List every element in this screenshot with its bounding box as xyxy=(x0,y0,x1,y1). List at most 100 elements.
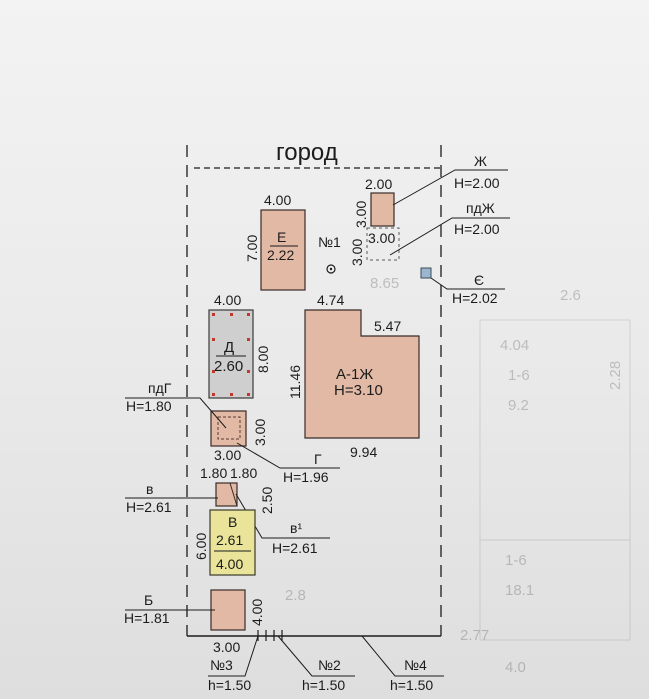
canopy-pdzh-shape xyxy=(366,227,400,261)
building-e: Е 2.22 4.00 7.00 xyxy=(244,192,306,291)
building-zh: 2.00 3.00 Ж Н=2.00 xyxy=(353,153,508,228)
canopy-pdg-shape xyxy=(217,416,241,440)
building-v-shape xyxy=(209,509,256,576)
canopy-pdg-height: Н=1.80 xyxy=(126,398,172,414)
porch-v1-name: в¹ xyxy=(290,520,302,536)
building-b-shape xyxy=(210,589,246,631)
building-a-top-dim: 4.74 xyxy=(317,292,344,308)
building-b-depth: 4.00 xyxy=(249,599,265,626)
bleed-number: 2.8 xyxy=(285,587,306,604)
porch-v1-width: 1.80 xyxy=(230,465,257,481)
porch-v: 1.80 1.80 2.50 в Н=2.61 в¹ Н=2.61 xyxy=(125,465,330,556)
building-g-leader xyxy=(236,442,340,469)
building-a: А-1Ж Н=3.10 4.74 5.47 11.46 9.94 xyxy=(287,292,420,460)
bleed-number: 18.1 xyxy=(505,582,534,599)
fence-2-name: №2 xyxy=(318,657,341,673)
building-v-width: 4.00 xyxy=(216,556,243,572)
building-zh-width: 2.00 xyxy=(365,176,392,192)
building-d-height: 2.60 xyxy=(214,358,243,375)
building-zh-depth: 3.00 xyxy=(353,201,369,228)
building-d: Д 2.60 4.00 8.00 xyxy=(208,292,271,399)
building-v-height: 2.61 xyxy=(216,532,243,548)
red-marker-icon xyxy=(212,370,215,373)
porch-v-width: 1.80 xyxy=(200,465,227,481)
street-title: город xyxy=(276,139,338,166)
building-g-height: Н=1.96 xyxy=(283,469,329,485)
red-marker-icon xyxy=(247,370,250,373)
red-marker-icon xyxy=(247,338,250,341)
structure-ye-leader xyxy=(430,277,505,290)
canopy-pdzh-height: Н=2.00 xyxy=(454,221,500,237)
canopy-pdzh: 3.00 3.00 пдЖ Н=2.00 xyxy=(349,200,510,266)
building-d-width: 4.00 xyxy=(214,292,241,308)
porch-v1-height: Н=2.61 xyxy=(272,540,318,556)
building-a-bottom-dim: 9.94 xyxy=(350,444,377,460)
bleed-number: 2.28 xyxy=(607,361,624,390)
red-marker-icon xyxy=(230,393,233,396)
well-1: №1 xyxy=(318,234,341,274)
building-e-height: 2.22 xyxy=(267,247,294,263)
building-d-markers xyxy=(212,313,250,396)
structure-ye-name: Є xyxy=(474,272,484,288)
building-zh-height: Н=2.00 xyxy=(454,175,500,191)
fence-4-leader xyxy=(361,635,444,677)
building-a-step-dim: 5.47 xyxy=(374,318,401,334)
porch-v-height: Н=2.61 xyxy=(126,499,172,515)
building-e-depth: 7.00 xyxy=(244,235,260,262)
building-d-name: Д xyxy=(224,339,234,356)
building-e-name: Е xyxy=(277,229,286,245)
canopy-pdg-leader xyxy=(125,397,227,429)
red-marker-icon xyxy=(212,393,215,396)
building-a-name: А-1Ж xyxy=(336,366,373,383)
red-marker-icon xyxy=(212,313,215,316)
bleed-number: 2.6 xyxy=(560,287,581,304)
fence-3-name: №3 xyxy=(210,657,233,673)
building-v-depth: 6.00 xyxy=(193,533,209,560)
well-icon xyxy=(326,264,336,274)
bleed-number: 4.04 xyxy=(500,337,529,354)
canopy-pdzh-leader xyxy=(389,217,510,256)
building-g-width: 3.00 xyxy=(214,447,241,463)
bleed-number: 9.2 xyxy=(508,397,529,414)
fence-2-leader xyxy=(277,635,355,677)
canopy-pdzh-name: пдЖ xyxy=(466,200,495,216)
porch-v-divider xyxy=(229,482,238,507)
building-e-shape xyxy=(260,209,306,291)
porch-v-name: в xyxy=(146,481,153,497)
building-a-shape xyxy=(304,309,420,439)
fence-4-name: №4 xyxy=(404,657,427,673)
building-zh-name: Ж xyxy=(474,153,487,169)
building-e-width: 4.00 xyxy=(264,192,291,208)
building-g-depth: 3.00 xyxy=(252,419,268,446)
bleed-number: 8.65 xyxy=(370,275,399,292)
fence-4-height: h=1.50 xyxy=(390,677,433,693)
well-label: №1 xyxy=(318,234,341,250)
bleed-number: 4.0 xyxy=(505,659,526,676)
fence-3-height: h=1.50 xyxy=(208,677,251,693)
building-g: 3.00 3.00 Г Н=1.96 пдГ Н=1.80 xyxy=(125,380,340,485)
building-b-name: Б xyxy=(144,592,153,608)
fence-3-leader xyxy=(208,635,259,677)
building-v: В 2.61 4.00 6.00 xyxy=(193,509,256,576)
porch-v1-leader xyxy=(235,493,330,539)
red-marker-icon xyxy=(247,313,250,316)
bleed-number: 1-6 xyxy=(508,367,530,384)
porch-v1-depth: 2.50 xyxy=(259,487,275,514)
fence-gate-ticks xyxy=(257,630,283,641)
structure-ye-shape xyxy=(420,267,432,279)
building-g-name: Г xyxy=(314,451,322,467)
bleed-table-frame xyxy=(479,319,631,641)
building-b-width: 3.00 xyxy=(213,639,240,655)
fences: №3 h=1.50 №2 h=1.50 №4 h=1.50 xyxy=(208,630,444,693)
building-d-shape xyxy=(208,309,254,399)
canopy-pdg-name: пдГ xyxy=(148,380,172,396)
building-b: Б Н=1.81 3.00 4.00 xyxy=(124,589,265,655)
canopy-pdzh-depth: 3.00 xyxy=(349,239,365,266)
red-marker-icon xyxy=(230,313,233,316)
building-d-depth: 8.00 xyxy=(255,346,271,373)
building-a-side-dim: 11.46 xyxy=(287,365,303,399)
building-b-height: Н=1.81 xyxy=(124,610,170,626)
plot-boundary xyxy=(186,145,442,637)
